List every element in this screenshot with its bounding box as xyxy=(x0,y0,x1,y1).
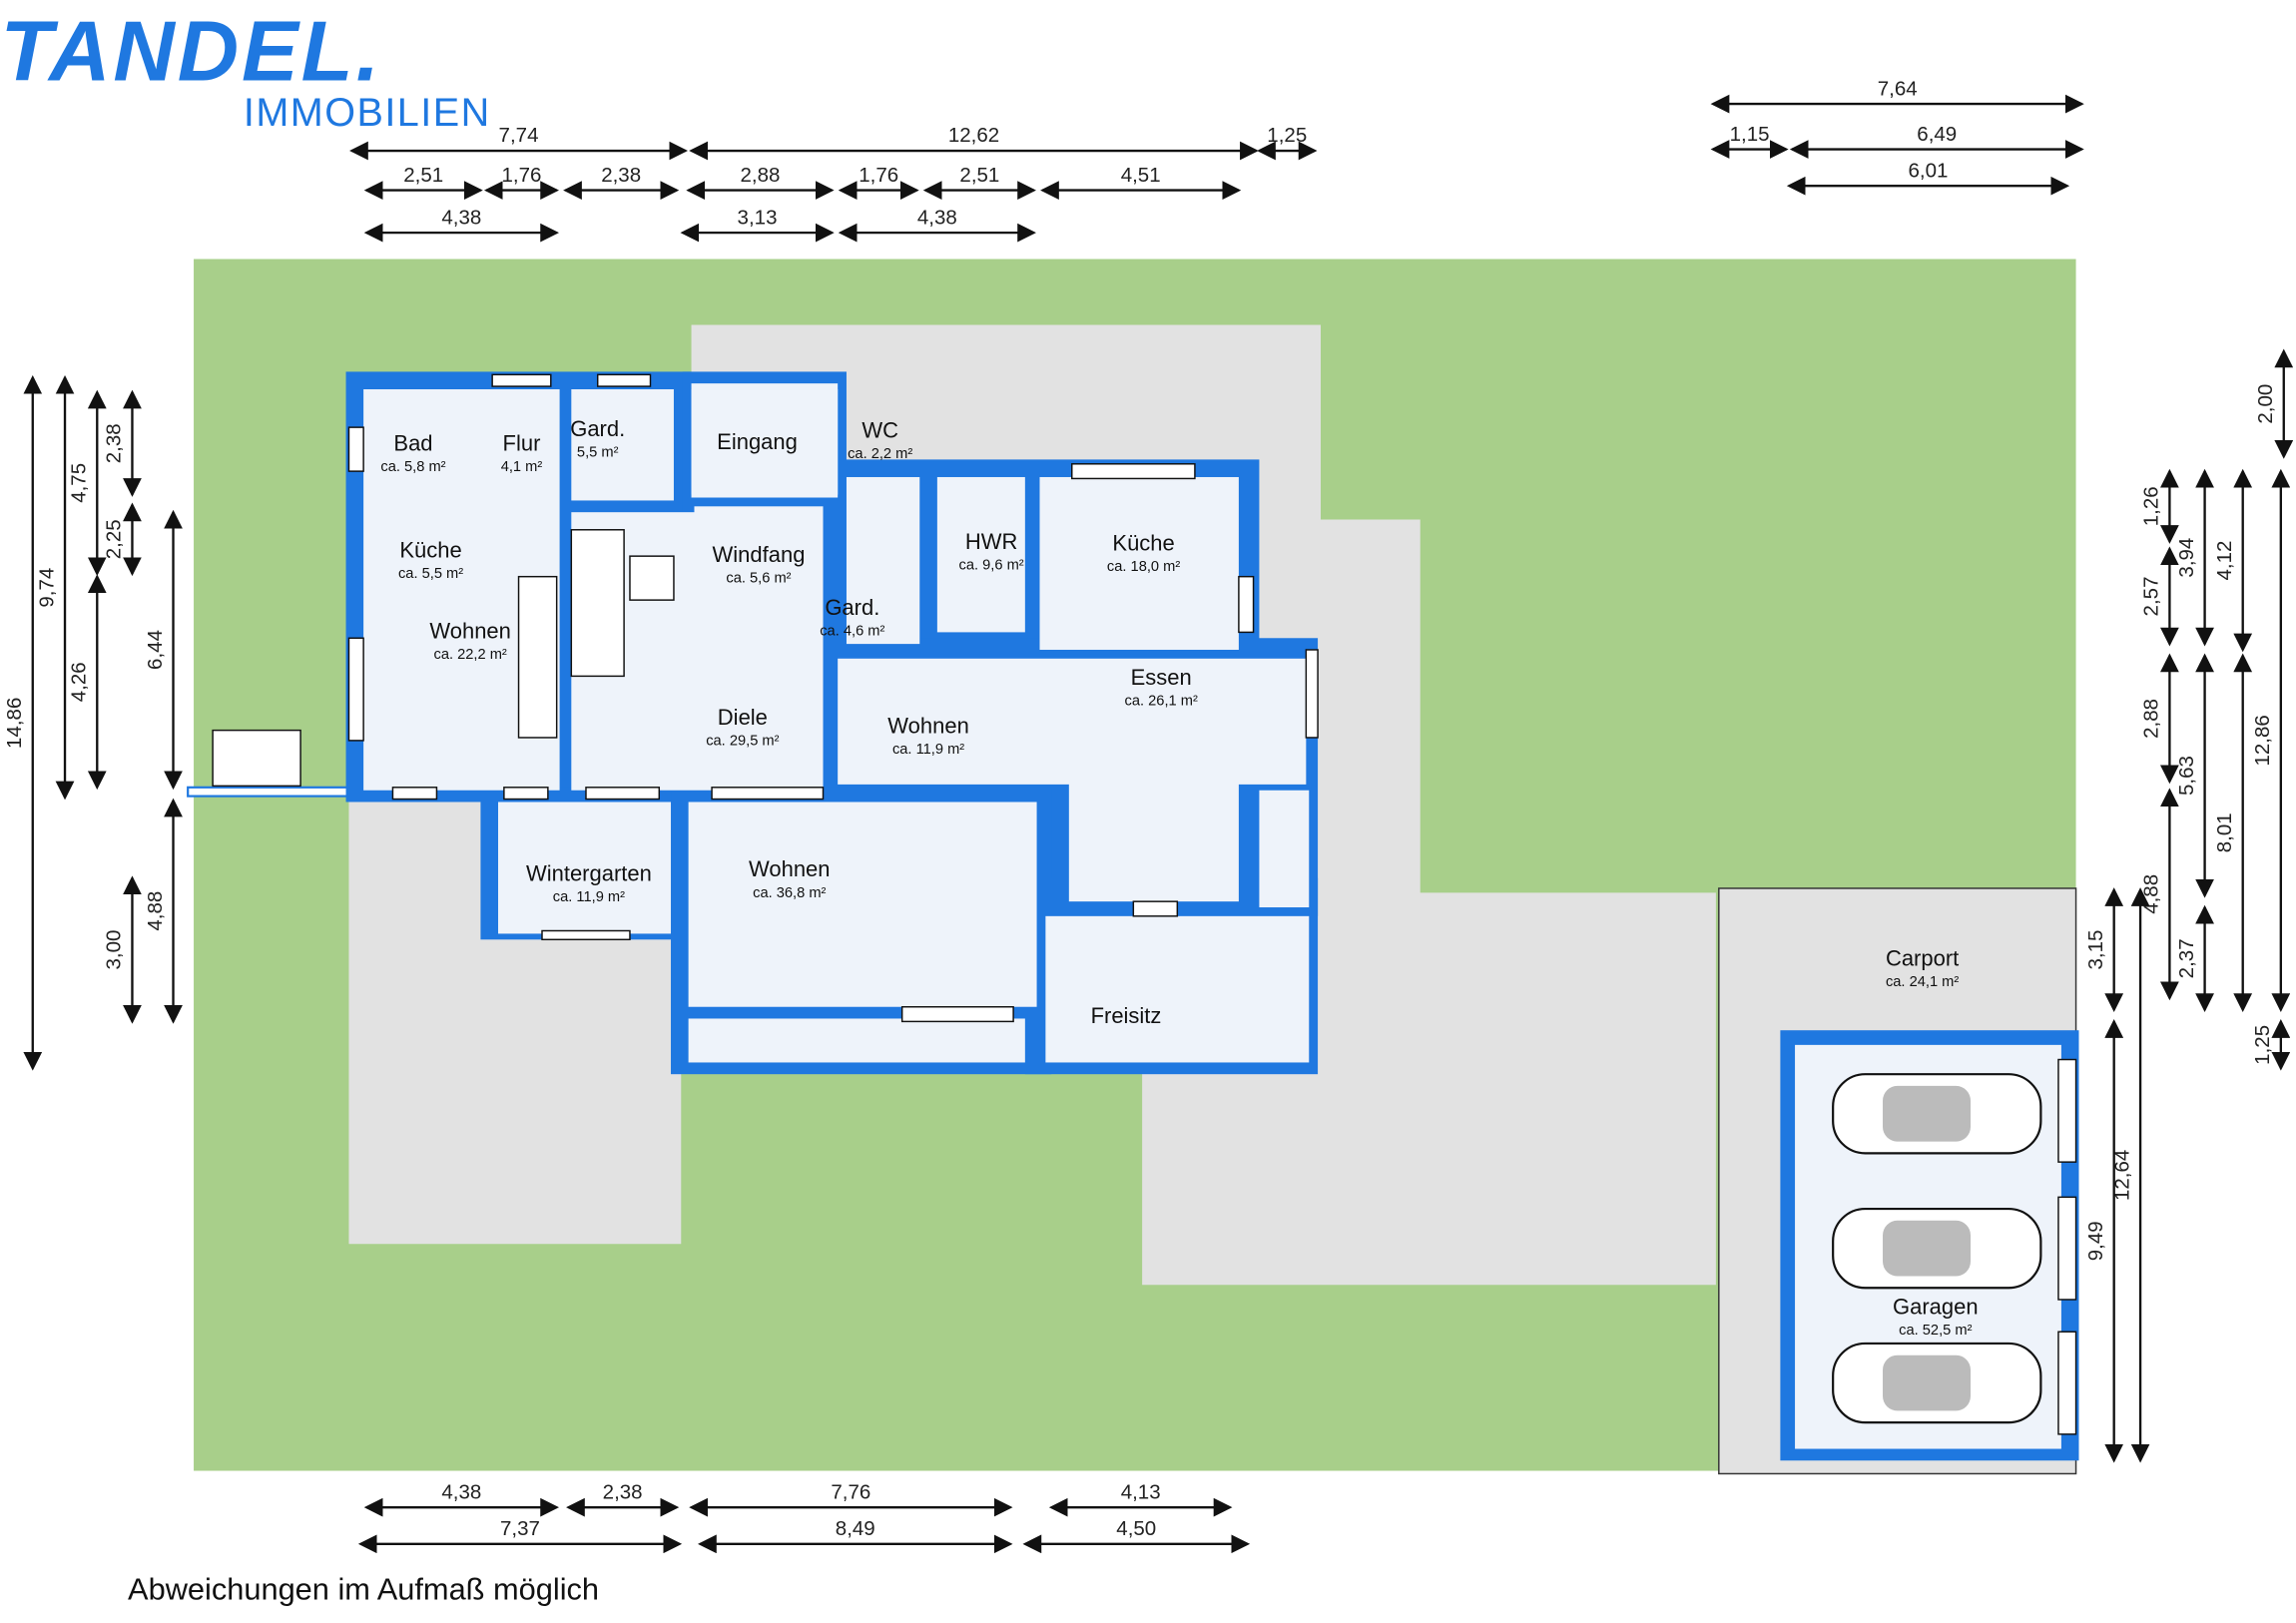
room-area: 4,1 m² xyxy=(501,459,543,475)
room-name: Bad xyxy=(393,431,432,456)
room-name: Windfang xyxy=(713,542,806,567)
dimension-label: 3,15 xyxy=(2084,930,2107,970)
room-area: ca. 9,6 m² xyxy=(959,557,1024,573)
dimension-label: 6,49 xyxy=(1917,123,1957,146)
room-area: ca. 11,9 m² xyxy=(553,889,625,905)
dimension-label: 6,01 xyxy=(1909,159,1949,182)
dimension-label: 2,25 xyxy=(103,519,126,559)
dimension-label: 3,00 xyxy=(103,930,126,970)
dimension-label: 1,15 xyxy=(1730,123,1770,146)
dimension-label: 3,13 xyxy=(738,206,778,229)
room-area: ca. 2,2 m² xyxy=(848,446,912,462)
dimension-label: 8,49 xyxy=(836,1517,875,1540)
dimension-label: 4,38 xyxy=(441,206,481,229)
dimension-label: 7,64 xyxy=(1878,77,1918,100)
room-area: ca. 5,5 m² xyxy=(398,566,463,582)
room-name: Garagen xyxy=(1893,1295,1979,1320)
room-name: Wohnen xyxy=(749,856,830,881)
dimension-label: 4,50 xyxy=(1116,1517,1156,1540)
room-name: Flur xyxy=(503,431,541,456)
dimension-label: 14,86 xyxy=(3,698,26,749)
dimension-label: 2,51 xyxy=(959,164,999,187)
room-area: ca. 4,6 m² xyxy=(820,623,884,639)
room-name: Diele xyxy=(718,705,768,730)
dimension-label: 4,88 xyxy=(144,891,167,931)
dimension-label: 4,51 xyxy=(1121,164,1161,187)
dimension-label: 2,37 xyxy=(2175,938,2198,978)
footer-note: Abweichungen im Aufmaß möglich xyxy=(128,1572,599,1607)
room-name: Gard. xyxy=(570,416,625,441)
room-area: ca. 29,5 m² xyxy=(706,733,779,749)
room-labels: Bad ca. 5,8 m² Flur 4,1 m² Gard. 5,5 m² Ein… xyxy=(380,416,1978,1339)
dimension-label: 1,76 xyxy=(502,164,542,187)
car-icon xyxy=(1832,1207,2042,1290)
outside-stairs xyxy=(212,729,301,788)
dimension-label: 2,38 xyxy=(103,423,126,463)
dimension-label: 12,62 xyxy=(948,124,999,147)
dimension-label: 4,38 xyxy=(917,206,957,229)
logo-brand: TANDEL. xyxy=(1,5,383,100)
room-name: Carport xyxy=(1886,946,1959,971)
room-name: Essen xyxy=(1131,665,1192,690)
dimension-label: 5,63 xyxy=(2175,756,2198,796)
room-name: HWR xyxy=(965,529,1018,554)
dimension-label: 2,38 xyxy=(601,164,641,187)
room-name: Wohnen xyxy=(887,714,969,739)
garage xyxy=(1780,1030,2079,1461)
dimension-label: 2,88 xyxy=(740,164,780,187)
dimension-label: 4,26 xyxy=(68,662,91,702)
dimension-label: 2,88 xyxy=(2140,699,2163,739)
room-name: Wohnen xyxy=(429,618,511,643)
dimension-label: 7,37 xyxy=(500,1517,540,1540)
room-area: ca. 11,9 m² xyxy=(892,742,964,758)
dimension-label: 6,44 xyxy=(144,630,167,670)
dimension-label: 9,49 xyxy=(2084,1221,2107,1261)
room-name: Wintergarten xyxy=(526,861,652,886)
house xyxy=(345,371,1319,1075)
room-name: Küche xyxy=(399,538,461,563)
dimension-label: 8,01 xyxy=(2213,812,2236,852)
dimension-label: 7,74 xyxy=(499,124,539,147)
dimension-label: 4,13 xyxy=(1121,1480,1161,1503)
room-area: ca. 18,0 m² xyxy=(1107,559,1180,575)
room-area: ca. 52,5 m² xyxy=(1899,1323,1972,1339)
room-area: ca. 5,8 m² xyxy=(380,459,445,475)
room-name: Gard. xyxy=(825,595,879,620)
room-area: ca. 5,6 m² xyxy=(726,571,791,587)
dimension-label: 1,25 xyxy=(2251,1025,2274,1065)
room-name: Küche xyxy=(1112,530,1174,555)
dimension-label: 12,86 xyxy=(2251,715,2274,766)
room-area: ca. 36,8 m² xyxy=(753,885,826,901)
dimension-label: 1,25 xyxy=(1267,124,1307,147)
dimension-label: 2,51 xyxy=(403,164,443,187)
dimension-label: 4,75 xyxy=(68,463,91,503)
car-icon xyxy=(1832,1342,2042,1424)
room-area: ca. 26,1 m² xyxy=(1125,694,1198,710)
room-name: Eingang xyxy=(717,429,798,454)
dimension-label: 2,38 xyxy=(603,1480,643,1503)
dimension-label: 7,76 xyxy=(831,1480,870,1503)
logo-subtitle: IMMOBILIEN xyxy=(244,91,491,135)
room-name: WC xyxy=(861,417,898,442)
car-icon xyxy=(1832,1073,2042,1155)
dimension-label: 4,12 xyxy=(2213,541,2236,581)
dimension-label: 2,00 xyxy=(2254,384,2277,424)
dimension-label: 3,94 xyxy=(2175,538,2198,578)
dimension-label: 2,57 xyxy=(2140,577,2163,617)
dimension-label: 9,74 xyxy=(35,568,58,608)
room-area: ca. 22,2 m² xyxy=(433,647,506,663)
room-area: ca. 24,1 m² xyxy=(1886,974,1959,990)
dimension-lines: 7,74 12,62 1,25 2,51 1,76 2,38 2,88 1,76 2,51 4,5… xyxy=(3,77,2294,1554)
terrace-edge xyxy=(187,786,353,798)
dimension-label: 1,26 xyxy=(2140,486,2163,526)
room-name: Freisitz xyxy=(1091,1003,1162,1028)
room-area: 5,5 m² xyxy=(577,444,619,460)
dimension-label: 4,38 xyxy=(441,1480,481,1503)
dimension-label: 1,76 xyxy=(859,164,898,187)
dimension-label: 4,88 xyxy=(2140,874,2163,914)
